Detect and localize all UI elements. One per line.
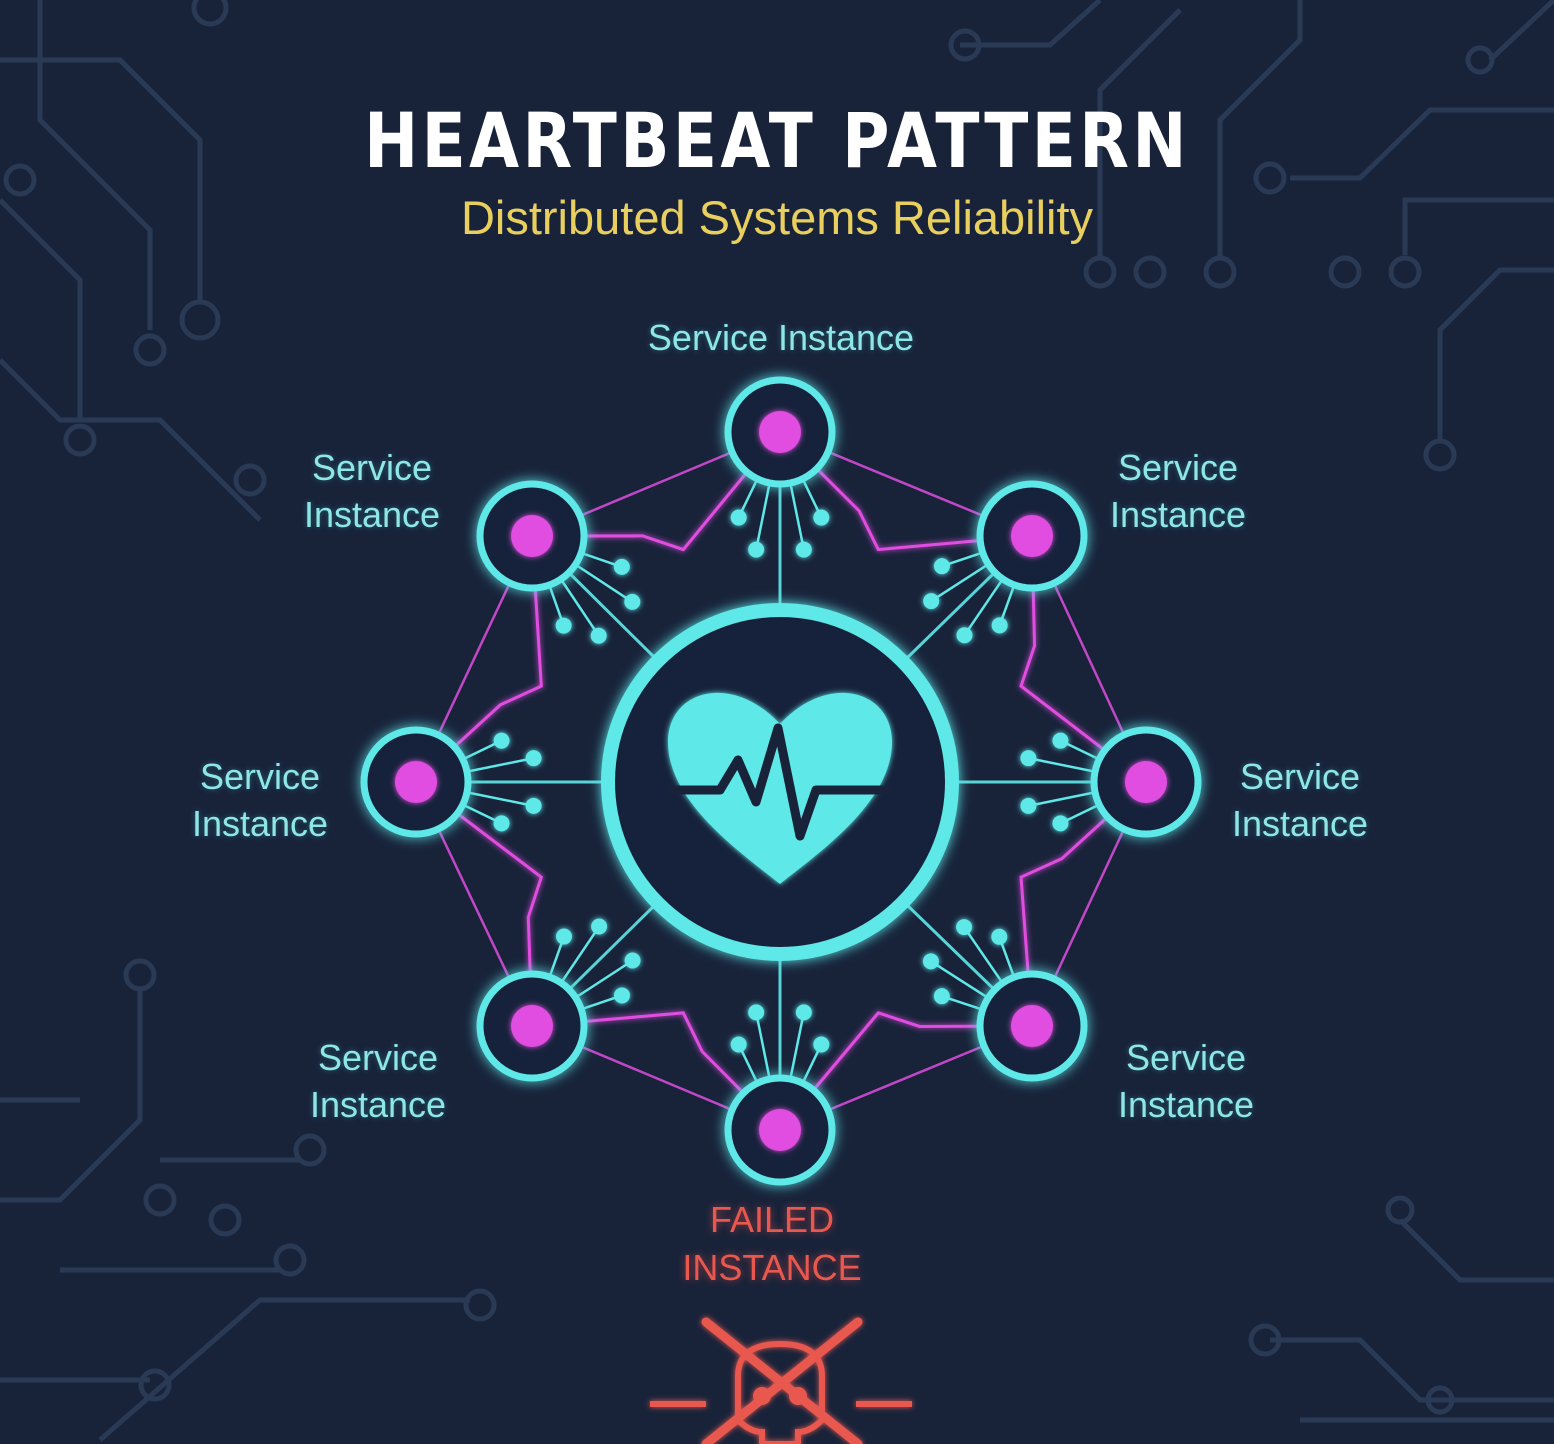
tap-dot — [590, 627, 607, 644]
tap-dot — [555, 617, 572, 634]
central-monitor — [601, 603, 959, 961]
tap-dot — [555, 928, 572, 945]
service-node-core — [759, 411, 801, 453]
tap-dot — [1020, 750, 1037, 767]
node-link — [778, 430, 1033, 552]
tap-dot — [933, 558, 950, 575]
service-node-core — [511, 515, 553, 557]
heart-pulse-icon — [668, 692, 892, 884]
tap-dot — [991, 617, 1008, 634]
tap-dot — [525, 797, 542, 814]
tap-dot — [613, 987, 630, 1004]
tap-dot — [956, 919, 973, 936]
skull-crossed-icon — [650, 1317, 912, 1444]
service-node-core — [1125, 761, 1167, 803]
service-node-core — [1011, 515, 1053, 557]
tap-dot — [591, 918, 608, 935]
tap-dot — [730, 1036, 747, 1053]
tap-dot — [923, 593, 940, 610]
service-node-core — [395, 761, 437, 803]
service-node-core — [511, 1005, 553, 1047]
tap-dot — [795, 1004, 812, 1021]
tap-dot — [493, 732, 510, 749]
tap-dot — [1052, 732, 1069, 749]
tap-dot — [748, 1004, 765, 1021]
tap-dot — [624, 593, 641, 610]
page-title: HEARTBEAT PATTERN — [364, 96, 1190, 185]
tap-dot — [748, 541, 765, 558]
service-node-layer — [360, 376, 1202, 1186]
tap-dot — [991, 928, 1008, 945]
node-label-top: Service Instance — [647, 317, 915, 358]
tap-dot — [624, 952, 641, 969]
node-link — [1019, 780, 1148, 1027]
tap-dot — [613, 558, 630, 575]
tap-dot — [795, 541, 812, 558]
tap-dot — [933, 988, 950, 1005]
tap-dot — [730, 509, 747, 526]
node-link — [414, 535, 543, 784]
tap-dot — [956, 627, 973, 644]
tap-dot — [525, 750, 542, 767]
tap-dot — [1020, 797, 1037, 814]
tap-dot — [813, 1036, 830, 1053]
service-node-core — [1011, 1005, 1053, 1047]
pulse-line — [668, 723, 892, 841]
tap-dot — [493, 815, 510, 832]
page-subtitle: Distributed Systems Reliability — [460, 191, 1094, 244]
tap-dot — [922, 953, 939, 970]
node-link — [778, 1011, 1033, 1131]
tap-dot — [813, 509, 830, 526]
tap-dot — [1052, 815, 1069, 832]
failed-node-core — [759, 1109, 801, 1151]
